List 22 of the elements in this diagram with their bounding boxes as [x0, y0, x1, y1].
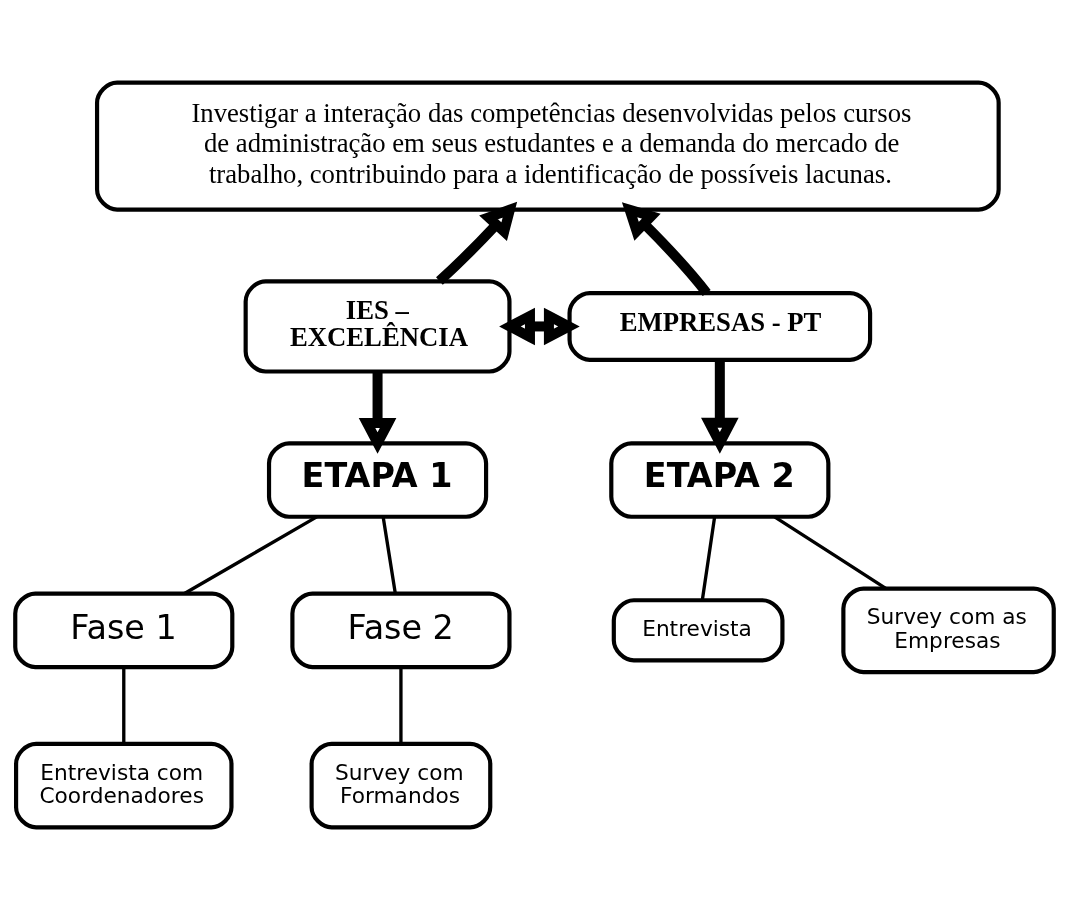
node-box: Survey com Formandos [309, 741, 493, 830]
node-box: Entrevista com Coordenadores [14, 741, 234, 830]
arrow [499, 307, 580, 346]
connector [700, 517, 717, 601]
arrow [701, 360, 739, 454]
arrow [358, 371, 397, 454]
connector [122, 667, 126, 744]
node-box: ETAPA 2 [609, 441, 831, 519]
node-box: IES – EXCELÊNCIA [243, 279, 512, 374]
connector [183, 515, 318, 595]
node-box: Fase 1 [13, 591, 235, 670]
arrow [621, 202, 711, 297]
connector [399, 667, 403, 744]
node-box: Entrevista [611, 598, 785, 663]
arrow [436, 201, 518, 285]
node-box: Investigar a interação das competências desenvolvidas pelos cursos de administração em seus estudantes e a demanda do mercado de trabalho, contribuindo para a identificação de possíveis lacunas. [94, 80, 1001, 212]
connector [773, 515, 888, 590]
node-box: ETAPA 1 [266, 441, 489, 519]
node-box: Fase 2 [290, 591, 512, 670]
node-box: EMPRESAS - PT [567, 290, 873, 362]
node-box: Survey com as Empresas [841, 586, 1056, 675]
connector [381, 517, 397, 594]
